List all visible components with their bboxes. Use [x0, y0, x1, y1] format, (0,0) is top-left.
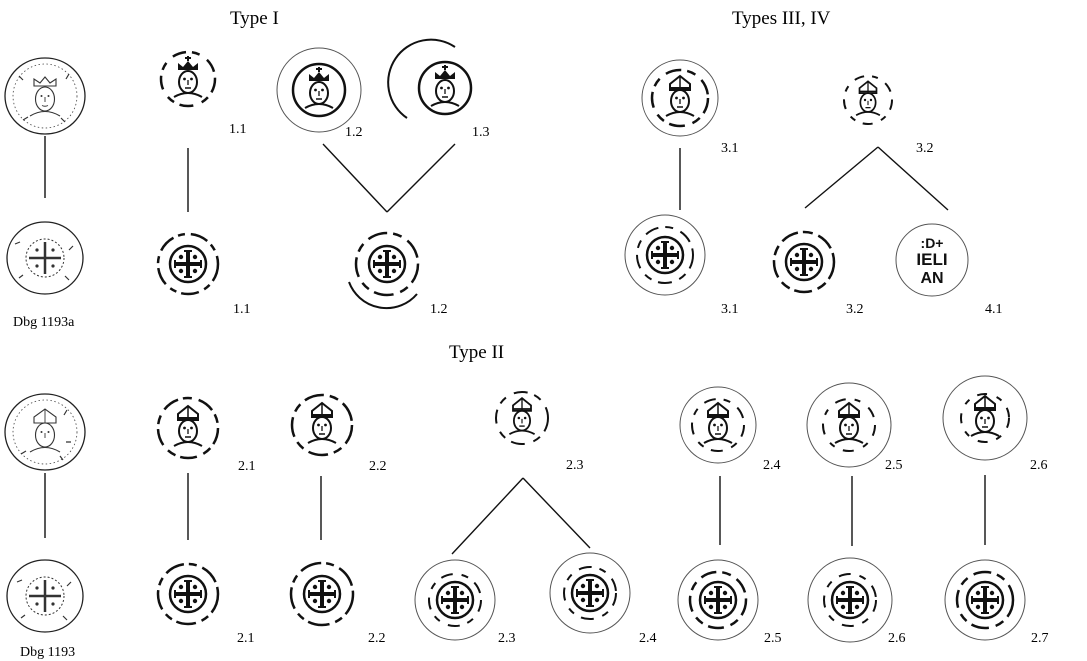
- label-2-3-reverse: 2.3: [498, 631, 516, 646]
- label-2-2-obverse: 2.2: [369, 459, 387, 474]
- coin-2-7-reverse: [944, 559, 1026, 641]
- coin-2-1-reverse: [156, 562, 220, 626]
- label-1-3-obverse: 1.3: [472, 125, 490, 140]
- coin-2-3-reverse: [414, 559, 496, 641]
- coin-1-2-reverse: [348, 231, 420, 310]
- label-1-1-obverse: 1.1: [229, 122, 247, 137]
- connector-line: [522, 477, 591, 549]
- label-4-1-reverse: 4.1: [985, 302, 1003, 317]
- coin-2-4-reverse: [549, 552, 631, 634]
- coin-2-1-obverse: [156, 396, 220, 460]
- label-2-5-obverse: 2.5: [885, 458, 903, 473]
- coin-4-1-legend-line1: :D+: [921, 235, 944, 251]
- coin-1-2-obverse: [276, 47, 362, 133]
- coin-3-1-obverse: [641, 59, 719, 137]
- connector-line: [322, 143, 388, 213]
- coin-2-5-obverse: [806, 382, 892, 468]
- coin-2-2-reverse: [289, 561, 355, 627]
- label-1-1-reverse: 1.1: [233, 302, 251, 317]
- heading-type-2: Type II: [449, 342, 504, 363]
- coin-1-1-obverse: [159, 50, 217, 108]
- dbg-1193a-obverse: [4, 57, 86, 135]
- coin-4-1-legend-line3: AN: [920, 270, 943, 287]
- label-2-6-obverse: 2.6: [1030, 458, 1048, 473]
- label-2-1-reverse: 2.1: [237, 631, 255, 646]
- coin-1-1-reverse: [156, 232, 220, 296]
- coin-2-6-reverse: [807, 557, 893, 643]
- label-1-2-obverse: 1.2: [345, 125, 363, 140]
- label-2-3-obverse: 2.3: [566, 458, 584, 473]
- label-3-1-obverse: 3.1: [721, 141, 739, 156]
- coin-4-1-reverse: :D+ IELI AN: [895, 223, 969, 297]
- heading-type-1: Type I: [230, 8, 279, 29]
- dbg-1193-obverse: [4, 393, 86, 471]
- coin-2-2-obverse: [290, 393, 354, 457]
- coin-4-1-legend-line2: IELI: [916, 250, 947, 269]
- label-3-2-obverse: 3.2: [916, 141, 934, 156]
- connector-line: [804, 146, 879, 209]
- label-2-2-reverse: 2.2: [368, 631, 386, 646]
- label-3-2-reverse: 3.2: [846, 302, 864, 317]
- coin-3-2-reverse: [772, 230, 836, 294]
- coin-3-2-obverse: [843, 75, 893, 125]
- dbg-1193a-reverse: [6, 221, 84, 295]
- label-2-6-reverse: 2.6: [888, 631, 906, 646]
- caption-dbg-1193: Dbg 1193: [20, 645, 75, 660]
- connector-line: [386, 143, 456, 213]
- label-2-4-reverse: 2.4: [639, 631, 657, 646]
- coin-2-6-obverse: [942, 375, 1028, 461]
- label-3-1-reverse: 3.1: [721, 302, 739, 317]
- coin-2-3-obverse: [495, 391, 549, 445]
- connector-line: [877, 146, 949, 211]
- label-2-7-reverse: 2.7: [1031, 631, 1049, 646]
- coin-1-3-obverse: [387, 38, 473, 119]
- label-1-2-reverse: 1.2: [430, 302, 448, 317]
- coin-2-4-obverse: [679, 386, 757, 464]
- label-2-1-obverse: 2.1: [238, 459, 256, 474]
- dbg-1193-reverse: [6, 559, 84, 633]
- heading-types-3-4: Types III, IV: [732, 8, 831, 29]
- label-2-5-reverse: 2.5: [764, 631, 782, 646]
- label-2-4-obverse: 2.4: [763, 458, 781, 473]
- caption-dbg-1193a: Dbg 1193a: [13, 315, 75, 330]
- coin-3-1-reverse: [624, 214, 706, 296]
- coin-2-5-reverse: [677, 559, 759, 641]
- connector-line: [451, 477, 524, 555]
